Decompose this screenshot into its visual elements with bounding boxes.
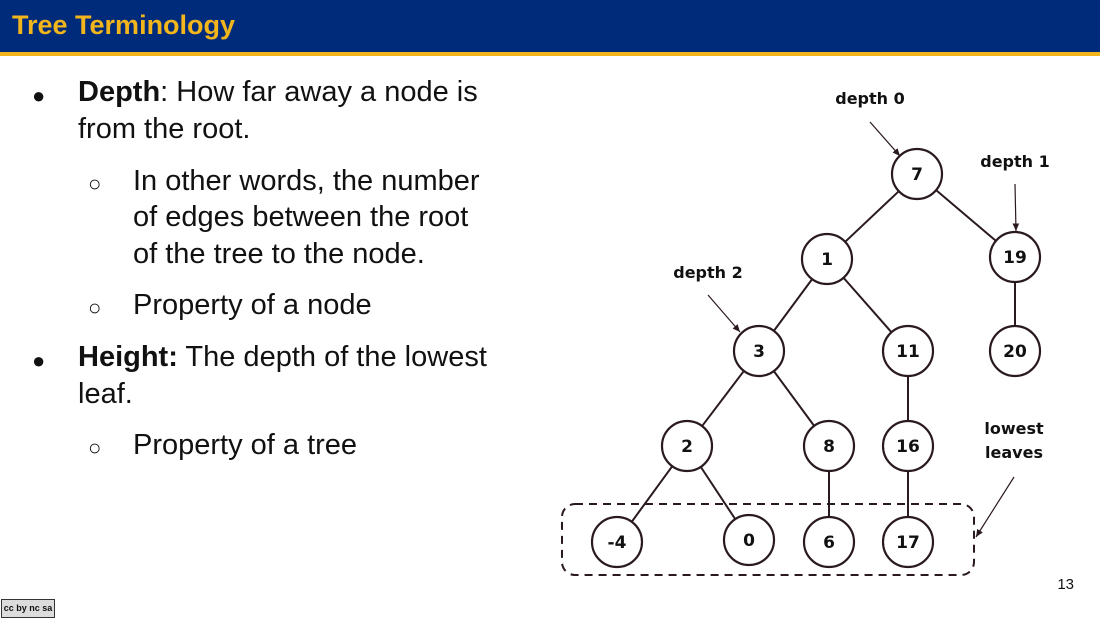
tree-node-label: 8 bbox=[823, 437, 835, 457]
tree-node: 2 bbox=[660, 419, 714, 473]
tree-node: 6 bbox=[802, 515, 856, 569]
tree-node-label: -4 bbox=[608, 533, 627, 553]
depth-sub1-line2: of edges between the root bbox=[133, 201, 469, 233]
tree-node-label: 3 bbox=[753, 342, 765, 362]
tree-node-circle bbox=[881, 324, 935, 378]
tree-edge bbox=[773, 278, 813, 332]
tree-node: 11 bbox=[881, 324, 935, 378]
lowest-leaves-label-line2: leaves bbox=[985, 443, 1043, 462]
tree-node-label: 1 bbox=[821, 250, 833, 270]
tree-node: 7 bbox=[890, 147, 944, 201]
tree-edge bbox=[701, 370, 745, 427]
depth-term: Depth bbox=[78, 76, 161, 108]
bullet-height: Height: The depth of the lowest bbox=[78, 339, 487, 376]
tree-node: 17 bbox=[881, 515, 935, 569]
tree-edge bbox=[844, 190, 900, 243]
tree-node-circle bbox=[881, 419, 935, 473]
tree-node: -4 bbox=[590, 515, 644, 569]
bullet-depth: Depth: How far away a node is bbox=[78, 74, 478, 111]
bullet-dot-icon: ● bbox=[32, 348, 46, 373]
depth-2-arrow bbox=[707, 294, 741, 333]
depth-2-label: depth 2 bbox=[673, 263, 743, 282]
tree-edge bbox=[630, 465, 674, 523]
lowest-leaves-label-line1: lowest bbox=[984, 419, 1044, 438]
bullet-circle-icon: ○ bbox=[88, 295, 102, 320]
height-sub1: Property of a tree bbox=[133, 429, 358, 461]
slide-header: Tree Terminology bbox=[0, 0, 1100, 56]
depth-sub1-line3: of the tree to the node. bbox=[133, 238, 425, 270]
tree-node: 1 bbox=[800, 232, 854, 286]
tree-edge bbox=[842, 277, 893, 333]
tree-node-label: 6 bbox=[823, 533, 835, 553]
tree-edge bbox=[935, 189, 997, 242]
bullet-circle-icon: ○ bbox=[88, 171, 102, 196]
tree-node-circle bbox=[890, 147, 944, 201]
tree-node-circle bbox=[802, 515, 856, 569]
depth-sub1-line1: In other words, the number bbox=[133, 165, 480, 197]
tree-node-label: 16 bbox=[896, 437, 920, 457]
tree-node-circle bbox=[722, 513, 776, 567]
bullet-circle-icon: ○ bbox=[88, 435, 102, 460]
tree-node-circle bbox=[732, 324, 786, 378]
tree-edge bbox=[773, 370, 815, 427]
tree-node-circle bbox=[590, 515, 644, 569]
tree-node: 8 bbox=[802, 419, 856, 473]
depth-1-arrow bbox=[1012, 183, 1020, 232]
lowest-leaves-arrow bbox=[975, 476, 1015, 538]
bullet-dot-icon: ● bbox=[32, 83, 46, 108]
tree-edges bbox=[630, 189, 1016, 523]
tree-node-label: 20 bbox=[1003, 342, 1027, 362]
height-definition: The depth of the lowest bbox=[177, 341, 487, 373]
tree-nodes: 7 1 19 3 11 20 2 8 16 -4 0 6 17 bbox=[590, 147, 1042, 569]
depth-definition: : How far away a node is bbox=[160, 76, 478, 108]
tree-edge bbox=[699, 466, 737, 520]
depth-1-label: depth 1 bbox=[980, 152, 1050, 171]
tree-node-label: 2 bbox=[681, 437, 693, 457]
slide-title: Tree Terminology bbox=[12, 10, 236, 40]
tree-node-circle bbox=[800, 232, 854, 286]
tree-node: 19 bbox=[988, 230, 1042, 284]
tree-node-circle bbox=[881, 515, 935, 569]
lowest-leaves-box bbox=[561, 503, 975, 576]
depth-sub2: Property of a node bbox=[133, 289, 372, 321]
tree-node-label: 17 bbox=[896, 533, 920, 553]
tree-node-label: 0 bbox=[743, 531, 755, 551]
depth-definition-cont: from the root. bbox=[78, 113, 251, 145]
tree-node-circle bbox=[988, 230, 1042, 284]
depth-0-label: depth 0 bbox=[835, 89, 905, 108]
tree-node: 16 bbox=[881, 419, 935, 473]
tree-node-circle bbox=[660, 419, 714, 473]
tree-node: 20 bbox=[988, 324, 1042, 378]
tree-node-label: 7 bbox=[911, 165, 923, 185]
tree-node-circle bbox=[802, 419, 856, 473]
height-term: Height: bbox=[78, 341, 178, 373]
tree-node-label: 19 bbox=[1003, 248, 1027, 268]
page-number: 13 bbox=[1057, 576, 1074, 593]
depth-0-arrow bbox=[869, 121, 901, 157]
tree-node: 0 bbox=[722, 513, 776, 567]
tree-node: 3 bbox=[732, 324, 786, 378]
tree-node-label: 11 bbox=[896, 342, 920, 362]
tree-node-circle bbox=[988, 324, 1042, 378]
cc-license-badge: cc by nc sa bbox=[1, 599, 55, 618]
height-definition-cont: leaf. bbox=[78, 378, 133, 410]
bullet-list: ● Depth: How far away a node is from the… bbox=[32, 74, 487, 461]
